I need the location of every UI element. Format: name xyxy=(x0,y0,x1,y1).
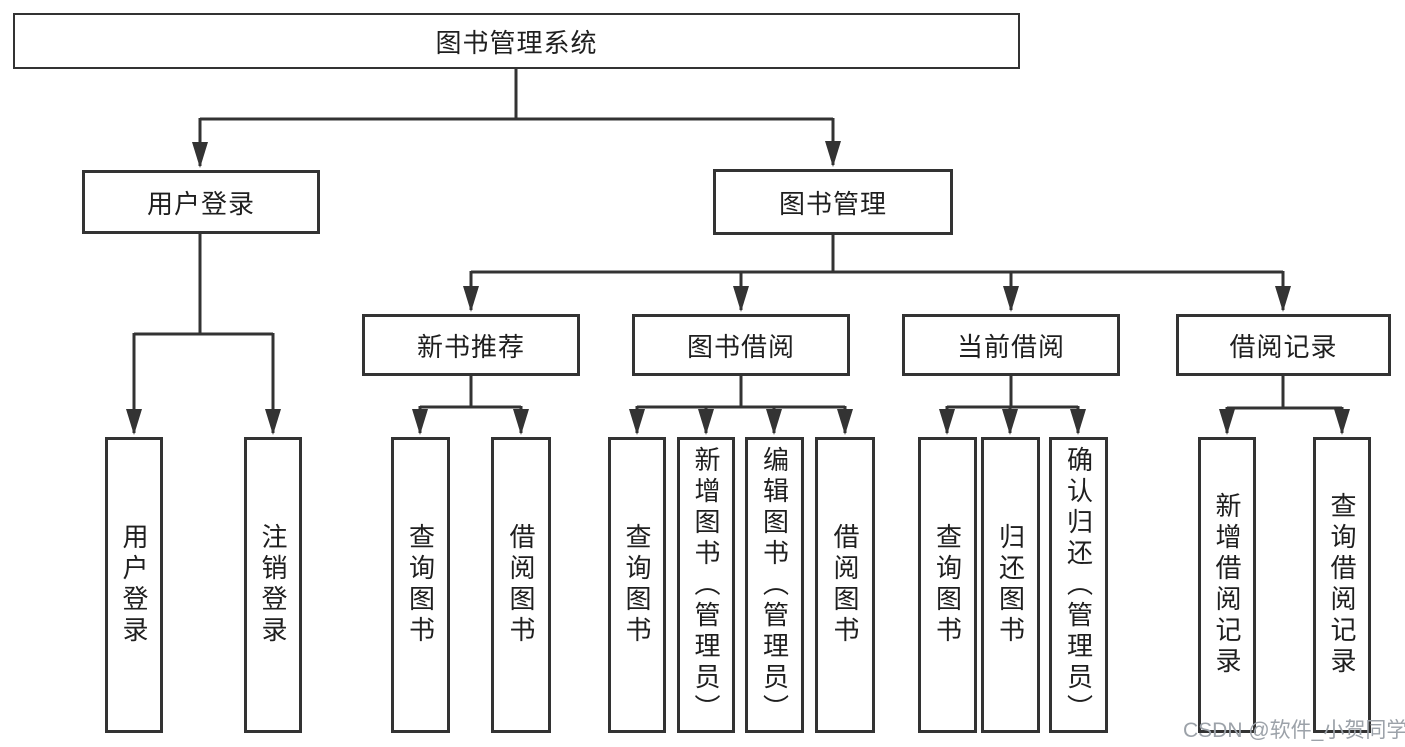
node-current-borrowing: 当前借阅 xyxy=(902,314,1120,376)
node-borrowing-records: 借阅记录 xyxy=(1176,314,1391,376)
node-user-login: 用户登录 xyxy=(82,170,320,234)
watermark: CSDN @软件_小贺同学 xyxy=(1183,719,1405,742)
node-book-management: 图书管理 xyxy=(713,169,953,235)
leaf-recommend-borrow-books: 借阅图书 xyxy=(491,437,551,733)
leaf-return-book: 归还图书 xyxy=(981,437,1040,733)
leaf-label: 归还图书 xyxy=(995,523,1026,647)
leaf-label: 借阅图书 xyxy=(830,523,860,647)
leaf-label: 编辑图书（管理员） xyxy=(759,445,790,725)
leaf-logout: 注销登录 xyxy=(244,437,302,733)
node-library-management-system: 图书管理系统 xyxy=(13,13,1020,69)
node-book-borrowing: 图书借阅 xyxy=(632,314,850,376)
leaf-add-borrow-record: 新增借阅记录 xyxy=(1198,437,1256,733)
leaf-label: 查询图书 xyxy=(932,523,963,647)
leaf-label: 借阅图书 xyxy=(506,523,536,647)
leaf-label: 注销登录 xyxy=(258,523,288,647)
leaf-label: 查询图书 xyxy=(622,523,652,647)
leaf-label: 新增图书（管理员） xyxy=(691,445,721,725)
leaf-label: 新增借阅记录 xyxy=(1212,492,1242,678)
leaf-borrowing-borrow-books: 借阅图书 xyxy=(815,437,875,733)
leaf-recommend-query-books: 查询图书 xyxy=(391,437,450,733)
leaf-edit-book-admin: 编辑图书（管理员） xyxy=(745,437,804,733)
leaf-query-borrow-record: 查询借阅记录 xyxy=(1313,437,1371,733)
leaf-confirm-return-admin: 确认归还（管理员） xyxy=(1049,437,1108,733)
node-new-book-recommendation: 新书推荐 xyxy=(362,314,580,376)
leaf-add-book-admin: 新增图书（管理员） xyxy=(677,437,735,733)
leaf-label: 查询图书 xyxy=(405,523,436,647)
leaf-user-login: 用户登录 xyxy=(105,437,163,733)
leaf-current-query-books: 查询图书 xyxy=(918,437,977,733)
leaf-label: 用户登录 xyxy=(119,523,149,647)
leaf-label: 确认归还（管理员） xyxy=(1063,445,1094,725)
leaf-label: 查询借阅记录 xyxy=(1327,492,1357,678)
leaf-borrowing-query-books: 查询图书 xyxy=(608,437,666,733)
